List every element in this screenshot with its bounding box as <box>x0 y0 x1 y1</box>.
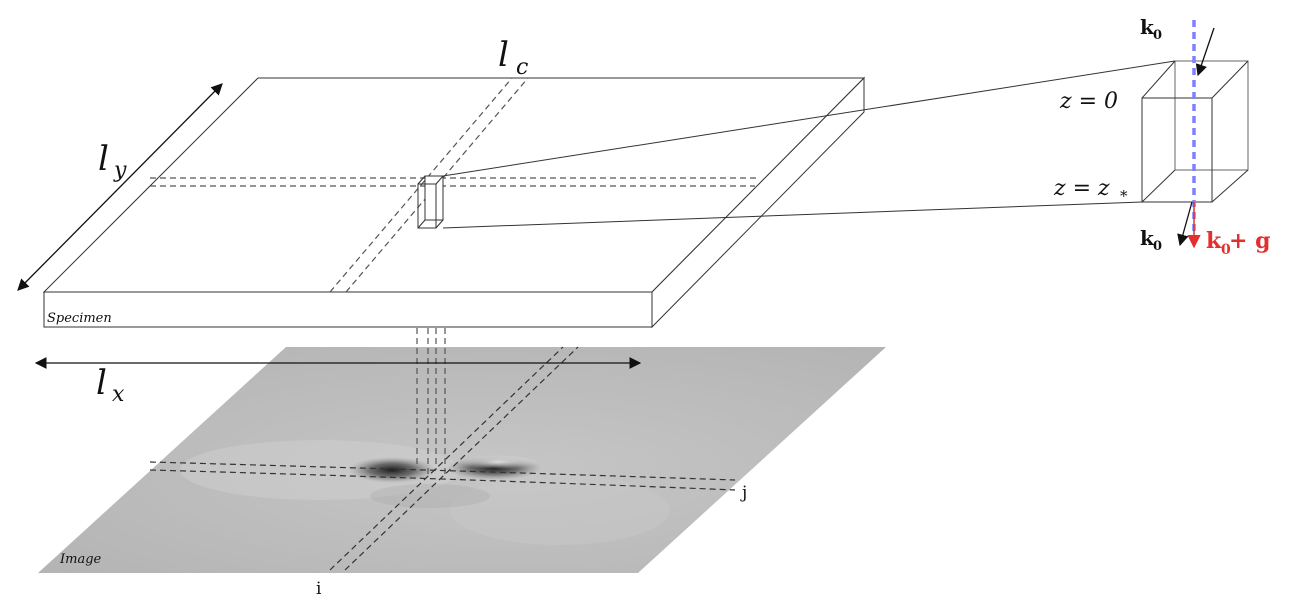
z0-label: z = 0 <box>1059 89 1118 114</box>
svg-text:l: l <box>96 363 107 403</box>
lc-label: l c <box>498 35 528 80</box>
svg-text:l: l <box>98 139 109 179</box>
image-label: Image <box>59 552 102 567</box>
lx-label: l x <box>96 363 125 407</box>
svg-text:k: k <box>1140 15 1155 39</box>
specimen-label: Specimen <box>47 311 112 326</box>
k0-bottom-label: k 0 <box>1140 226 1162 254</box>
k0-incident-arrow <box>1195 27 1215 77</box>
column-i-dashed-line-right <box>344 346 579 571</box>
ly-label: l y <box>98 139 127 183</box>
svg-text:*: * <box>1120 187 1128 205</box>
k0-plus-g-label: k 0 + g <box>1206 228 1270 258</box>
zstar-label: z = z * <box>1053 176 1128 205</box>
svg-text:y: y <box>113 158 127 183</box>
zoom-line-top <box>442 60 1176 177</box>
enlarged-column: k 0 z = 0 z = z * k 0 k 0 + g <box>1053 15 1270 258</box>
ly-dimension-arrow <box>17 83 223 291</box>
column-i-dashed-line-left <box>329 346 564 571</box>
k0-top-label: k 0 <box>1140 15 1162 43</box>
i-label: i <box>316 579 322 599</box>
j-label: j <box>740 483 747 503</box>
row-j-dashed-line-lower <box>149 469 736 491</box>
column-box-small <box>417 175 444 229</box>
zoom-line-bottom <box>442 201 1143 229</box>
specimen-slab: Specimen <box>42 76 866 329</box>
specimen-top-face <box>42 77 866 293</box>
svg-text:+ g: + g <box>1229 228 1270 254</box>
svg-text:0: 0 <box>1153 239 1162 254</box>
svg-text:x: x <box>112 382 125 407</box>
column-dashed-line-top-1 <box>329 77 513 293</box>
svg-text:k: k <box>1206 228 1222 254</box>
row-j-dashed-line-upper <box>149 461 736 481</box>
image-plane: Image j i <box>38 346 886 599</box>
svg-text:0: 0 <box>1221 242 1231 258</box>
specimen-front-face <box>43 291 653 328</box>
k0-transmitted-arrow <box>1177 201 1193 247</box>
svg-text:z = z: z = z <box>1053 176 1110 201</box>
svg-text:l: l <box>498 35 509 75</box>
svg-text:k: k <box>1140 226 1155 250</box>
svg-text:0: 0 <box>1153 28 1162 43</box>
svg-text:c: c <box>516 55 528 80</box>
